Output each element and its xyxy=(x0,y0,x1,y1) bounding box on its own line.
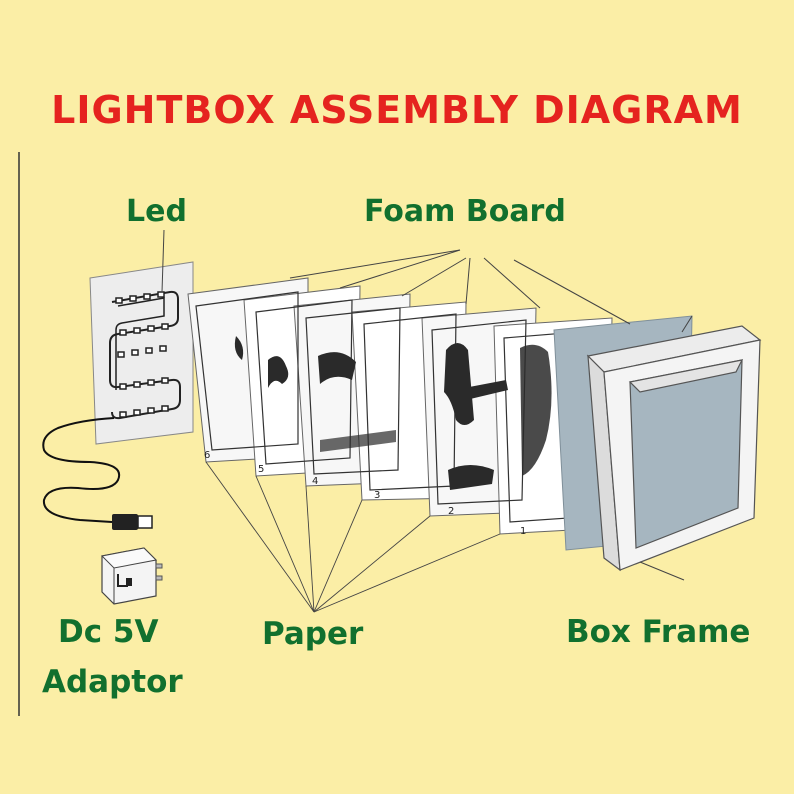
usb-cable xyxy=(42,417,121,523)
foam-board-pointers xyxy=(289,249,693,333)
foam-board-label: Foam Board xyxy=(364,194,566,229)
led-board xyxy=(89,261,194,445)
layer-number-5: 5 xyxy=(258,464,264,475)
led-pointer xyxy=(161,229,165,293)
paper-label: Paper xyxy=(262,616,364,652)
layer-number-3: 3 xyxy=(374,490,380,501)
usb-plug-body xyxy=(112,514,138,530)
layer-number-2: 2 xyxy=(448,506,454,517)
usb-plug-tip xyxy=(137,515,153,529)
layer-number-4: 4 xyxy=(312,476,318,487)
layer-number-1: 1 xyxy=(520,526,526,537)
paper-pointers xyxy=(205,461,501,613)
power-adaptor xyxy=(100,547,163,605)
box-frame-label: Box Frame xyxy=(566,614,751,650)
box-frame xyxy=(586,325,762,572)
led-label: Led xyxy=(126,194,187,229)
paper-cut-art xyxy=(234,336,552,490)
adaptor-label-line1: Dc 5V xyxy=(58,614,159,650)
box-frame-pointer xyxy=(639,561,685,581)
layer-number-6: 6 xyxy=(204,450,210,461)
adaptor-label-line2: Adaptor xyxy=(42,664,183,700)
diagram-title: LIGHTBOX ASSEMBLY DIAGRAM xyxy=(51,88,743,132)
led-strip xyxy=(109,290,181,420)
led-beads xyxy=(115,291,169,418)
